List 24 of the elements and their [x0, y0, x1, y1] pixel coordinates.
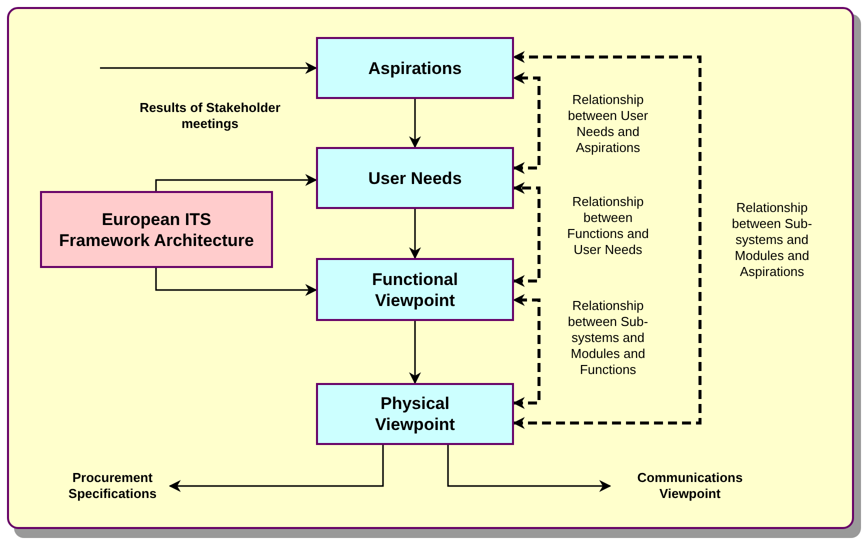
- box-label: Aspirations: [368, 58, 462, 78]
- process-box: [316, 37, 514, 99]
- box-label: User Needs: [368, 168, 462, 188]
- arrow: [155, 174, 318, 191]
- arrow: [409, 321, 421, 384]
- box-label: European ITS Framework Architecture: [58, 208, 255, 250]
- arrow: [168, 445, 384, 492]
- dashed-arrow: [512, 182, 540, 287]
- dashed-arrow: [512, 72, 540, 174]
- dashed-arrow: [512, 294, 540, 409]
- arrow: [409, 99, 421, 148]
- arrow: [409, 209, 421, 260]
- output-label: Communications Viewpoint: [636, 470, 744, 502]
- process-box: [316, 147, 514, 209]
- box-label: Physical Viewpoint: [374, 393, 456, 435]
- box-label: Functional Viewpoint: [371, 268, 459, 310]
- process-box: [40, 191, 273, 268]
- arrow: [447, 445, 612, 492]
- output-label: Procurement Specifications: [67, 470, 158, 502]
- process-box: [316, 383, 514, 445]
- arrow: [100, 62, 318, 74]
- arrow: [155, 268, 318, 296]
- process-box: [316, 258, 514, 321]
- dashed-arrow: [512, 51, 702, 429]
